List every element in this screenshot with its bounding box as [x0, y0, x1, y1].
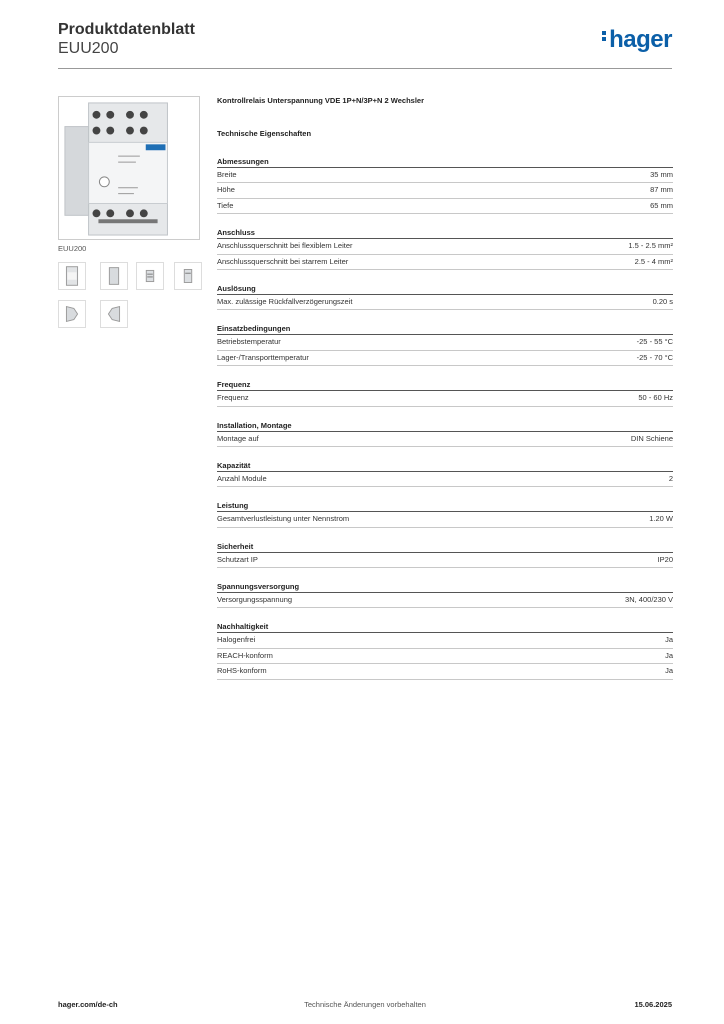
- spec-value: Ja: [665, 635, 673, 645]
- document-title: Produktdatenblatt: [58, 21, 195, 38]
- spec-row: Gesamtverlustleistung unter Nennstrom 1.2…: [217, 512, 673, 528]
- spec-label: Frequenz: [217, 393, 249, 403]
- spec-row: Anzahl Module 2: [217, 472, 673, 488]
- spec-value: 1.5 - 2.5 mm²: [628, 241, 673, 251]
- spec-label: RoHS-konform: [217, 666, 267, 676]
- spec-row: Schutzart IP IP20: [217, 553, 673, 569]
- spec-value: 3N, 400/230 V: [625, 595, 673, 605]
- spec-label: Lager-/Transporttemperatur: [217, 352, 309, 362]
- spec-row: REACH-konform Ja: [217, 649, 673, 665]
- spec-label: Montage auf: [217, 433, 259, 443]
- product-details: Kontrollrelais Unterspannung VDE 1P+N/3P…: [217, 96, 673, 680]
- spec-value: 0.20 s: [652, 296, 673, 306]
- thumbnail-angle-left[interactable]: [58, 300, 86, 328]
- spec-value: Ja: [665, 666, 673, 676]
- thumbnail-top[interactable]: [136, 262, 164, 290]
- spec-label: Halogenfrei: [217, 635, 256, 645]
- spec-value: 87 mm: [650, 185, 673, 195]
- spec-value: 2: [668, 473, 673, 483]
- spec-label: REACH-konform: [217, 650, 273, 660]
- footer-website-link[interactable]: hager.com/de-ch: [58, 1000, 118, 1009]
- spec-row: Breite 35 mm: [217, 168, 673, 184]
- spec-label: Höhe: [217, 185, 235, 195]
- spec-label: Versorgungsspannung: [217, 595, 293, 605]
- thumbnail-angle-right[interactable]: [100, 300, 128, 328]
- spec-row: Tiefe 65 mm: [217, 199, 673, 215]
- section-title: Sicherheit: [217, 541, 673, 553]
- spec-value: 65 mm: [650, 200, 673, 210]
- spec-row: Frequenz 50 - 60 Hz: [217, 391, 673, 407]
- section-title: Frequenz: [217, 379, 673, 392]
- spec-row: Betriebstemperatur -25 - 55 °C: [217, 335, 673, 351]
- product-description: Kontrollrelais Unterspannung VDE 1P+N/3P…: [217, 96, 425, 105]
- spec-value: 50 - 60 Hz: [638, 393, 673, 403]
- header-divider: [58, 68, 672, 69]
- section-title: Anschluss: [217, 227, 673, 240]
- spec-row: Anschlussquerschnitt bei flexiblem Leite…: [217, 239, 673, 255]
- spec-label: Gesamtverlustleistung unter Nennstrom: [217, 514, 350, 524]
- section-title: Abmessungen: [217, 156, 673, 168]
- relay-device-icon: [64, 102, 168, 236]
- spec-row: Halogenfrei Ja: [217, 633, 673, 649]
- spec-label: Anzahl Module: [217, 473, 267, 483]
- spec-value: DIN Schiene: [630, 433, 673, 443]
- spec-label: Anschlussquerschnitt bei starrem Leiter: [217, 256, 349, 266]
- spec-value: IP20: [657, 554, 673, 564]
- product-image: [58, 96, 200, 240]
- section-title: Auslösung: [217, 283, 673, 295]
- section-title: Nachhaltigkeit: [217, 621, 673, 634]
- logo-text: hager: [609, 26, 672, 53]
- spec-value: Ja: [665, 650, 673, 660]
- image-caption: EUU200: [58, 244, 87, 253]
- thumbnail-side[interactable]: [100, 262, 128, 290]
- spec-value: 35 mm: [650, 170, 673, 179]
- section-title: Spannungsversorgung: [217, 581, 673, 594]
- section-title: Einsatzbedingungen: [217, 323, 673, 336]
- product-code: EUU200: [58, 40, 119, 57]
- spec-label: Breite: [217, 170, 237, 179]
- spec-label: Betriebstemperatur: [217, 337, 281, 347]
- spec-row: Höhe 87 mm: [217, 183, 673, 199]
- logo-dots-icon: [602, 29, 607, 43]
- section-title: Leistung: [217, 500, 673, 513]
- spec-label: Anschlussquerschnitt bei flexiblem Leite…: [217, 241, 353, 251]
- hager-logo: hager: [602, 26, 672, 54]
- technical-properties-title: Technische Eigenschaften: [217, 129, 312, 138]
- spec-value: -25 - 55 °C: [636, 337, 673, 347]
- spec-row: Montage auf DIN Schiene: [217, 432, 673, 447]
- spec-label: Max. zulässige Rückfallverzögerungszeit: [217, 296, 353, 306]
- page-header: Produktdatenblatt EUU200 hager: [58, 20, 672, 68]
- spec-label: Tiefe: [217, 200, 234, 210]
- thumbnail-front[interactable]: [58, 262, 86, 290]
- spec-row: RoHS-konform Ja: [217, 664, 673, 680]
- spec-value: 1.20 W: [649, 514, 673, 524]
- footer-date: 15.06.2025: [634, 1000, 672, 1009]
- spec-row: Anschlussquerschnitt bei starrem Leiter 2…: [217, 255, 673, 270]
- spec-row: Lager-/Transporttemperatur -25 - 70 °C: [217, 351, 673, 367]
- spec-row: Max. zulässige Rückfallverzögerungszeit 0…: [217, 295, 673, 311]
- thumbnail-back[interactable]: [174, 262, 202, 290]
- spec-label: Schutzart IP: [217, 554, 258, 564]
- spec-value: 2.5 - 4 mm²: [634, 256, 673, 266]
- section-title: Kapazität: [217, 460, 673, 472]
- spec-row: Versorgungsspannung 3N, 400/230 V: [217, 593, 673, 609]
- footer-notice: Technische Änderungen vorbehalten: [304, 1000, 426, 1009]
- spec-value: -25 - 70 °C: [636, 352, 673, 362]
- section-title: Installation, Montage: [217, 420, 673, 432]
